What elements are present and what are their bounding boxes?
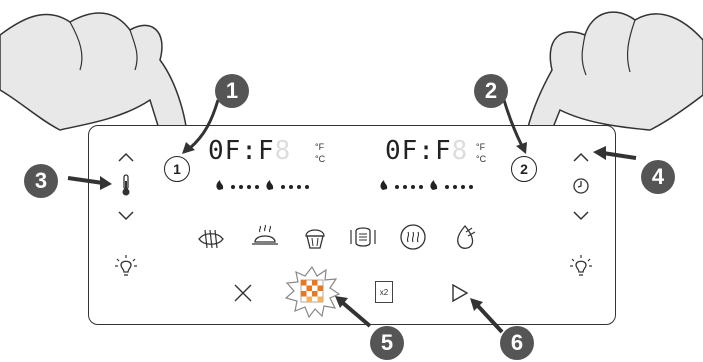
callout-1: 1 [215,74,249,108]
callout-3: 3 [24,164,58,198]
callout-6: 6 [500,326,534,360]
callout-4: 4 [641,160,675,194]
callout-5: 5 [370,326,404,360]
callout-2: 2 [474,74,508,108]
